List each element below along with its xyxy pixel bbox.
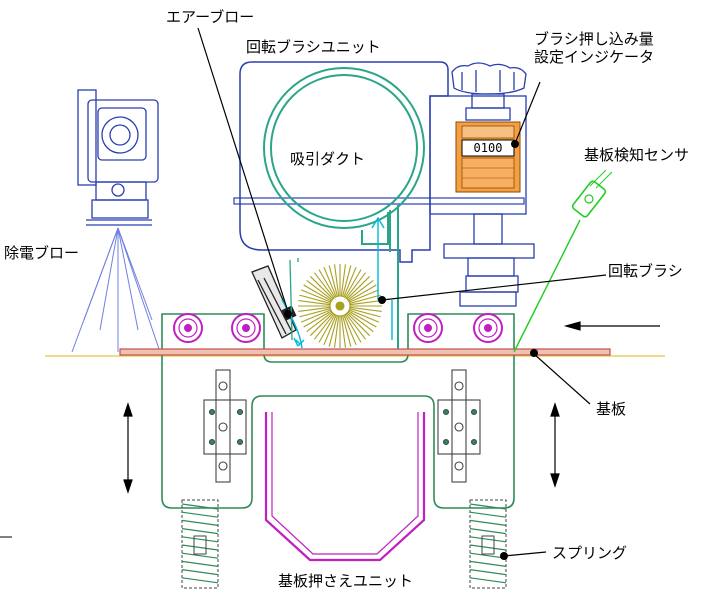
linear-guide-left [203, 369, 247, 483]
transport-arrow [563, 321, 660, 331]
label-rotary-brush-unit: 回転ブラシユニット [246, 38, 381, 56]
label-substrate-press-unit: 基板押さえユニット [278, 572, 413, 590]
label-suction-duct: 吸引ダクト [290, 150, 365, 168]
label-static-blow: 除電ブロー [4, 244, 79, 262]
spring [469, 499, 507, 589]
vertical-arrow-left [123, 402, 133, 494]
roller [473, 313, 503, 343]
label-substrate-sensor: 基板検知センサ [584, 146, 689, 164]
leader-lines [197, 27, 607, 557]
indicator-readout: 0100 [474, 141, 503, 155]
rotary-brush-unit [233, 61, 525, 263]
label-brush-push-line2: 設定インジケータ [534, 48, 654, 66]
label-substrate: 基板 [596, 400, 626, 418]
vertical-arrow-right [550, 402, 560, 488]
springs [181, 499, 507, 589]
substrate-press-unit [161, 313, 515, 509]
static-blower [71, 89, 161, 353]
suction-duct [263, 67, 425, 350]
roller [173, 313, 203, 343]
label-air-blow: エアーブロー [166, 8, 254, 26]
label-spring: スプリング [552, 544, 627, 562]
air-flow-arrows [281, 216, 393, 349]
press-plate [264, 412, 426, 562]
rollers [173, 313, 503, 343]
label-rotary-brush: 回転ブラシ [608, 262, 683, 280]
rotary-brush [298, 264, 382, 348]
label-brush-push-line1: ブラシ押し込み量 [534, 30, 654, 48]
linear-guide-right [437, 369, 481, 483]
brush-push-indicator: 0100 [429, 62, 535, 307]
roller [413, 313, 443, 343]
leader-dots [284, 140, 538, 560]
roller [231, 313, 261, 343]
substrate-sensor [513, 169, 613, 353]
substrate-board [119, 348, 611, 356]
spring [181, 499, 219, 589]
